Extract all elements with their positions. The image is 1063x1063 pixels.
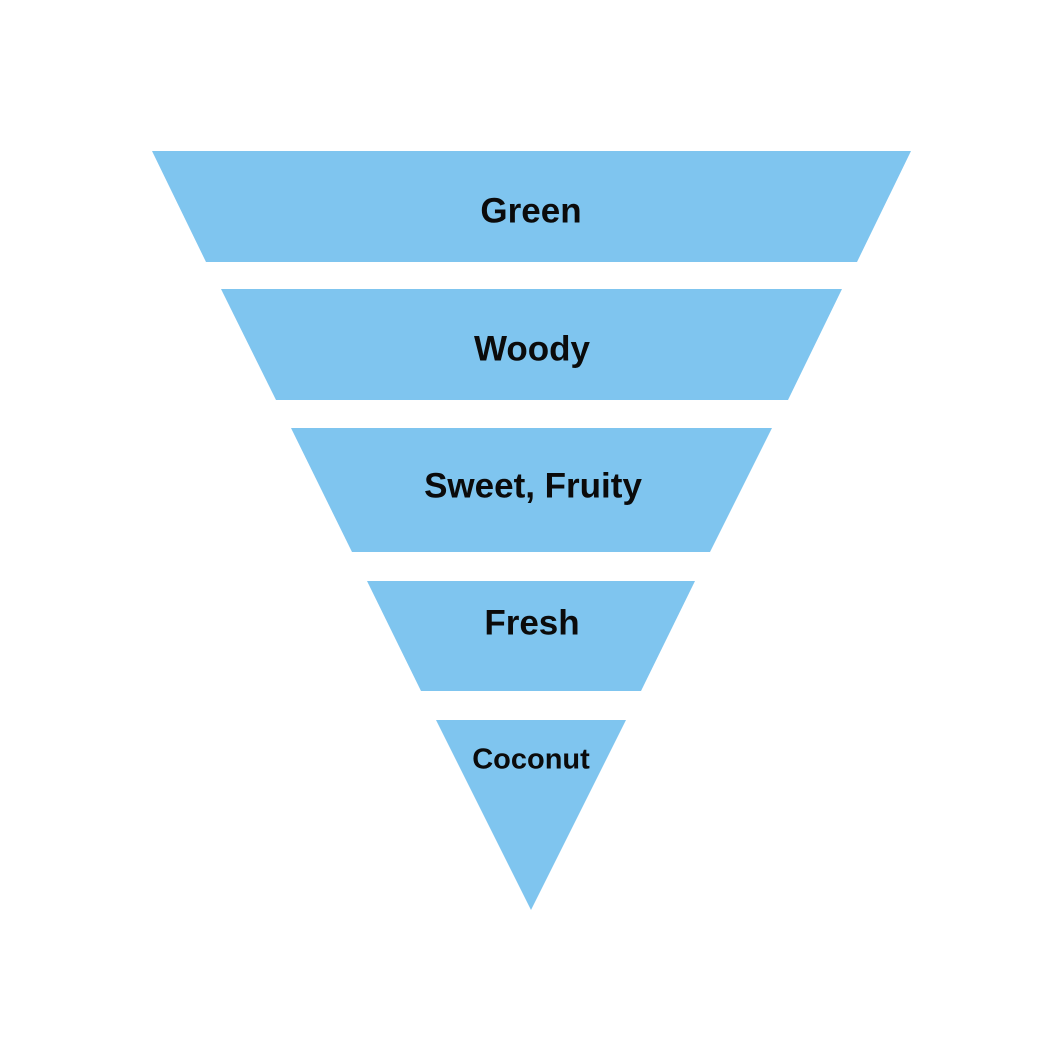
level-woody-band <box>221 289 842 400</box>
level-woody: Woody <box>221 289 842 400</box>
level-green-label: Green <box>480 191 581 230</box>
level-sweet-fruity-band <box>291 428 772 552</box>
level-fresh: Fresh <box>367 581 695 691</box>
level-green-band <box>152 151 911 262</box>
level-woody-label: Woody <box>474 329 591 368</box>
level-fresh-band <box>367 581 695 691</box>
level-sweet-fruity: Sweet, Fruity <box>291 428 772 552</box>
level-fresh-label: Fresh <box>484 603 579 642</box>
level-sweet-fruity-label: Sweet, Fruity <box>424 466 642 505</box>
level-coconut-label: Coconut <box>472 744 590 776</box>
level-coconut: Coconut <box>436 720 626 910</box>
level-coconut-band <box>436 720 626 910</box>
level-green: Green <box>152 151 911 262</box>
